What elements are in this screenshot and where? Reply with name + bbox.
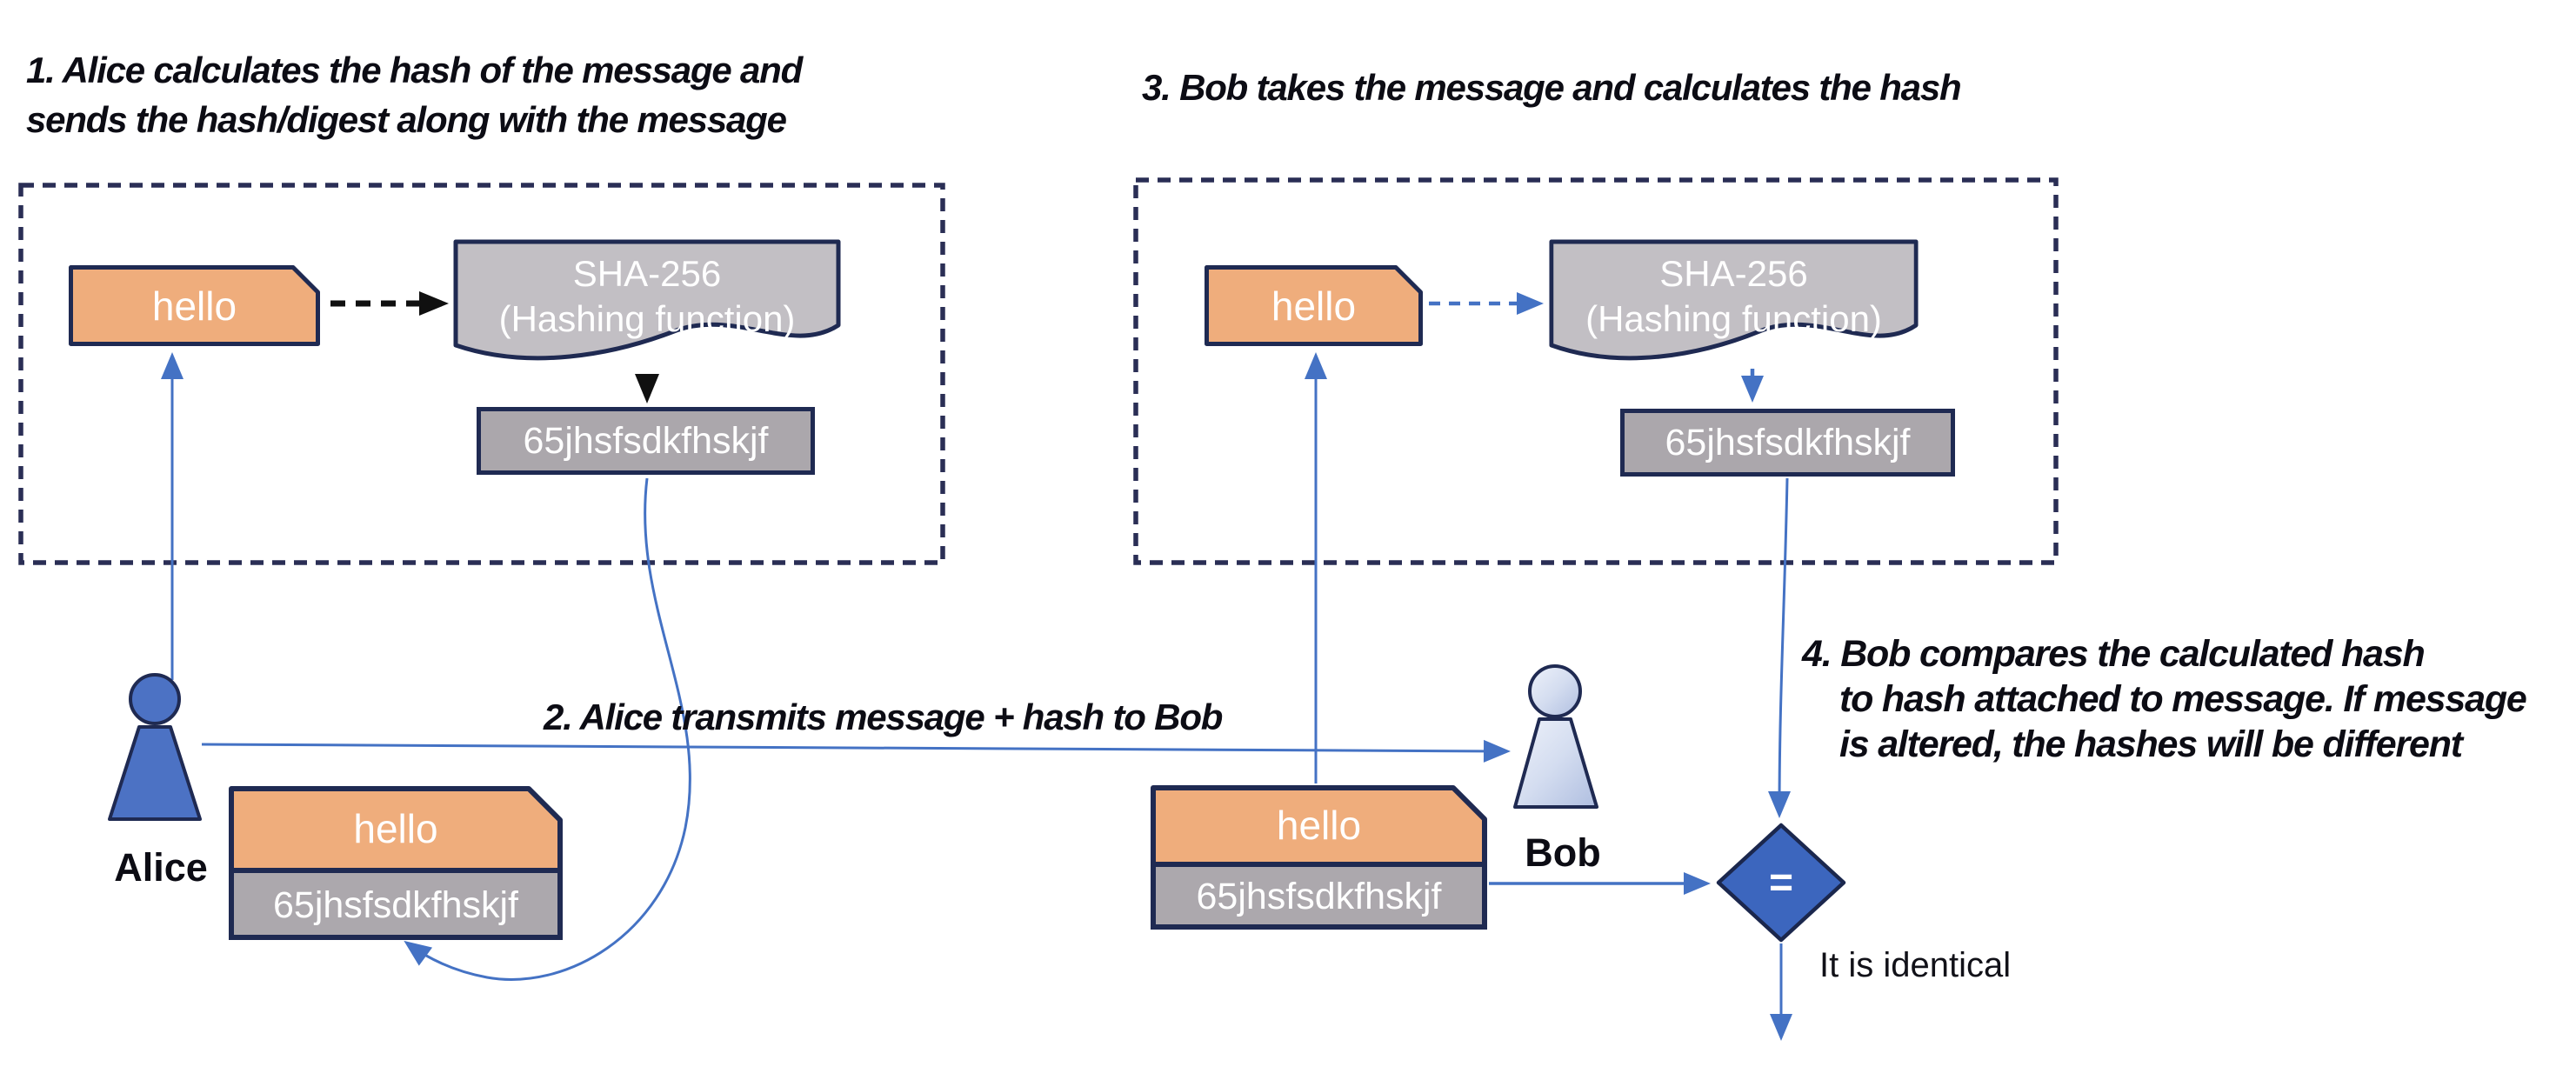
bob-digest-box: 65jhsfsdkfhskjf bbox=[1620, 409, 1955, 477]
document-wave-shape bbox=[453, 239, 841, 361]
alice-package-box: hello 65jhsfsdkfhskjf bbox=[229, 786, 563, 940]
alice-hash-function-doc: SHA-256 (Hashing function) bbox=[453, 239, 841, 370]
bob-package-box: hello 65jhsfsdkfhskjf bbox=[1151, 785, 1487, 930]
note-card-shape bbox=[1151, 785, 1487, 930]
note-card-shape bbox=[69, 265, 320, 346]
alice-message-note: hello bbox=[69, 265, 320, 346]
bob-dashed-region bbox=[1133, 177, 2059, 565]
note-card-shape bbox=[1205, 265, 1423, 346]
alice-digest-box: 65jhsfsdkfhskjf bbox=[477, 407, 815, 475]
step2-annotation: 2. Alice transmits message + hash to Bob bbox=[544, 697, 1223, 737]
digest-attach-curve-arrow bbox=[404, 477, 691, 981]
step1-annotation: 1. Alice calculates the hash of the mess… bbox=[26, 50, 803, 140]
step3-annotation: 3. Bob takes the message and calculates … bbox=[1142, 67, 1962, 108]
step4-annotation: 4. Bob compares the calculated hash to h… bbox=[1802, 633, 2527, 765]
bob-label: Bob bbox=[1525, 830, 1601, 875]
bob-hash-function-doc: SHA-256 (Hashing function) bbox=[1549, 239, 1919, 370]
result-label: It is identical bbox=[1819, 946, 2012, 984]
bob-message-note: hello bbox=[1205, 265, 1423, 346]
alice-label: Alice bbox=[114, 845, 208, 890]
alice-person-icon bbox=[108, 673, 202, 821]
document-wave-shape bbox=[1549, 239, 1919, 361]
bob-digest-to-diamond-arrow bbox=[1768, 477, 1792, 818]
alice-dashed-region bbox=[18, 183, 945, 565]
note-card-shape bbox=[229, 786, 563, 940]
bob-person-icon bbox=[1513, 664, 1598, 809]
comparison-diamond-shape bbox=[1716, 823, 1846, 943]
transmit-arrow bbox=[201, 739, 1511, 763]
